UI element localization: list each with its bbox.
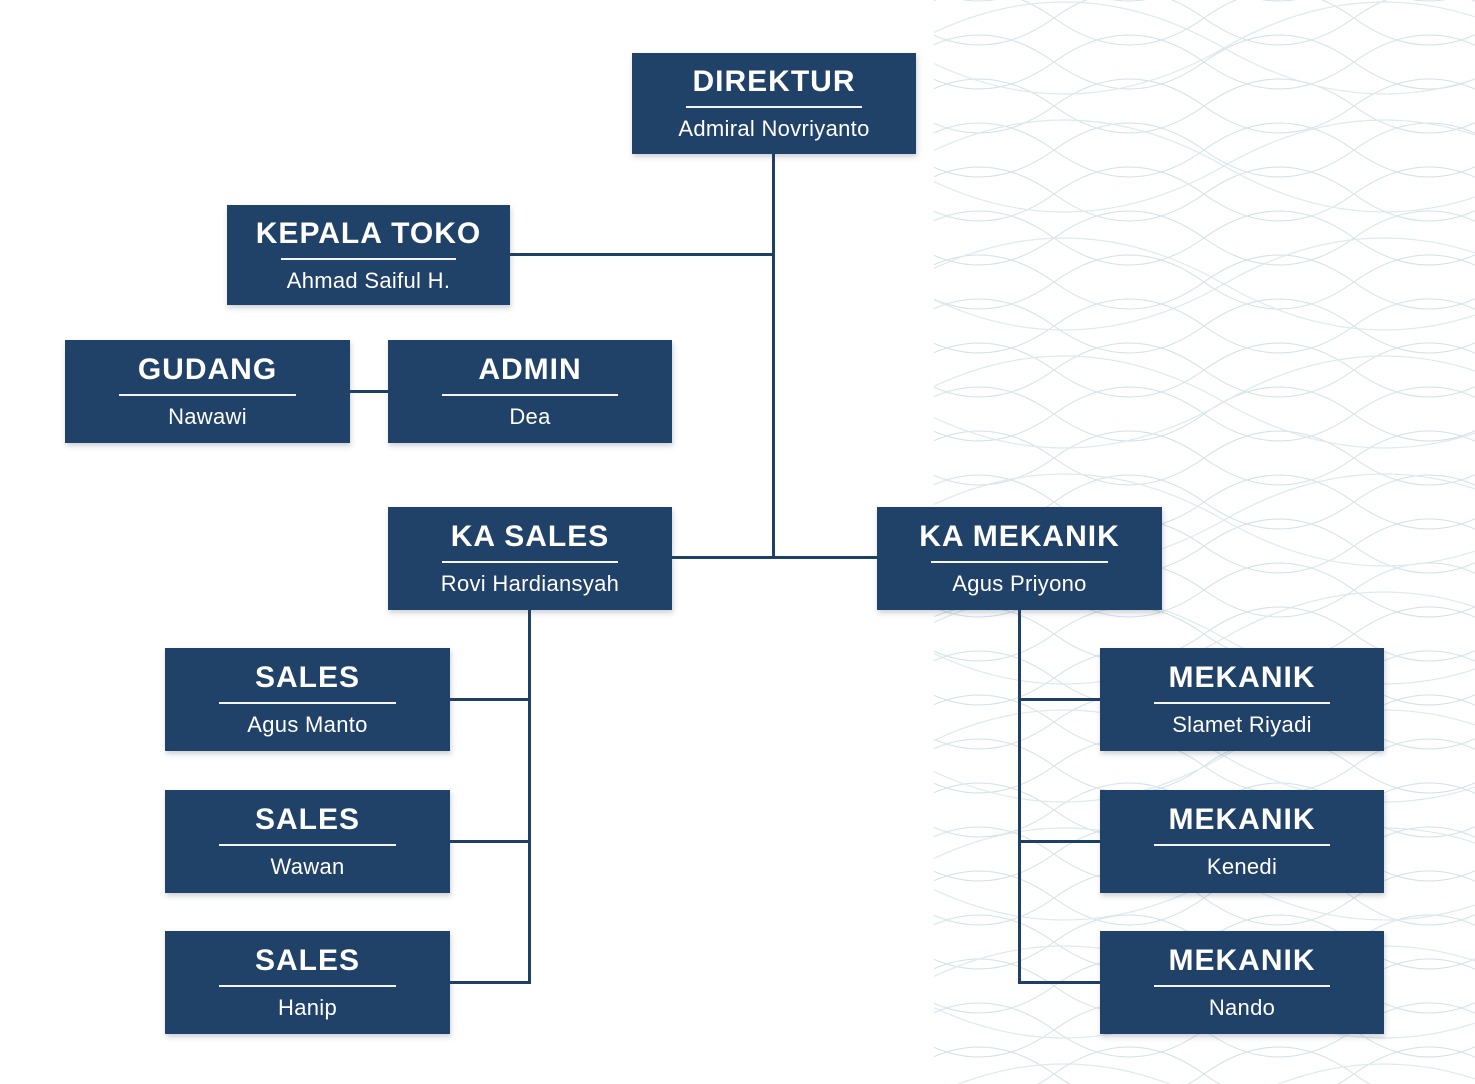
connector-branch-mekanik-3 — [1020, 981, 1102, 984]
org-node-mekanik-nando: MEKANIK Nando — [1100, 931, 1384, 1034]
title-underline — [219, 985, 396, 988]
connector-branch-mekanik-1 — [1020, 698, 1102, 701]
title-underline — [119, 394, 296, 397]
node-person-name: Nawawi — [168, 404, 247, 430]
node-title: SALES — [254, 944, 361, 978]
connector-kasales-kamekanik — [671, 556, 878, 559]
title-underline — [1153, 985, 1331, 988]
node-person-name: Wawan — [270, 854, 345, 880]
connector-trunk-mekanik — [1018, 610, 1021, 984]
org-node-mekanik-kenedi: MEKANIK Kenedi — [1100, 790, 1384, 893]
connector-branch-sales-2 — [449, 840, 529, 843]
node-title: MEKANIK — [1168, 944, 1316, 978]
node-title: MEKANIK — [1168, 803, 1316, 837]
connector-branch-mekanik-2 — [1020, 840, 1102, 843]
node-title: KEPALA TOKO — [255, 216, 482, 250]
node-title: SALES — [254, 661, 361, 695]
title-underline — [219, 702, 396, 705]
title-underline — [685, 106, 863, 109]
node-person-name: Kenedi — [1206, 854, 1278, 880]
node-title: GUDANG — [137, 353, 278, 387]
title-underline — [441, 394, 619, 397]
connector-kepala-toko — [507, 253, 773, 256]
node-person-name: Nando — [1208, 995, 1276, 1021]
node-title: MEKANIK — [1168, 661, 1316, 695]
org-node-sales-wawan: SALES Wawan — [165, 790, 450, 893]
connector-trunk-main — [772, 154, 775, 559]
connector-trunk-sales — [528, 610, 531, 984]
connector-branch-sales-1 — [449, 698, 529, 701]
node-title: ADMIN — [478, 353, 582, 387]
title-underline — [1153, 844, 1331, 847]
node-title: SALES — [254, 803, 361, 837]
node-title: KA SALES — [450, 520, 610, 554]
node-person-name: Ahmad Saiful H. — [286, 267, 451, 293]
org-node-sales-agus-manto: SALES Agus Manto — [165, 648, 450, 751]
guilloche-waves — [934, 0, 1475, 1084]
org-node-ka-mekanik: KA MEKANIK Agus Priyono — [877, 507, 1162, 610]
org-node-ka-sales: KA SALES Rovi Hardiansyah — [388, 507, 672, 610]
title-underline — [219, 844, 396, 847]
org-node-gudang: GUDANG Nawawi — [65, 340, 350, 443]
connector-branch-sales-3 — [449, 981, 529, 984]
title-underline — [441, 561, 619, 564]
org-node-mekanik-slamet-riyadi: MEKANIK Slamet Riyadi — [1100, 648, 1384, 751]
node-person-name: Rovi Hardiansyah — [440, 571, 620, 597]
org-node-sales-hanip: SALES Hanip — [165, 931, 450, 1034]
node-person-name: Dea — [509, 404, 551, 430]
title-underline — [1153, 702, 1331, 705]
title-underline — [280, 257, 457, 260]
node-person-name: Slamet Riyadi — [1172, 712, 1312, 738]
org-node-direktur: DIREKTUR Admiral Novriyanto — [632, 53, 916, 154]
node-person-name: Agus Manto — [247, 712, 368, 738]
node-person-name: Agus Priyono — [952, 571, 1087, 597]
node-title: KA MEKANIK — [919, 520, 1120, 554]
node-person-name: Admiral Novriyanto — [678, 116, 870, 142]
org-node-admin: ADMIN Dea — [388, 340, 672, 443]
node-title: DIREKTUR — [692, 65, 856, 99]
connector-gudang-admin — [349, 390, 389, 393]
org-node-kepala-toko: KEPALA TOKO Ahmad Saiful H. — [227, 205, 510, 305]
title-underline — [931, 561, 1108, 564]
node-person-name: Hanip — [278, 995, 337, 1021]
guilloche-pattern-panel — [934, 0, 1475, 1084]
